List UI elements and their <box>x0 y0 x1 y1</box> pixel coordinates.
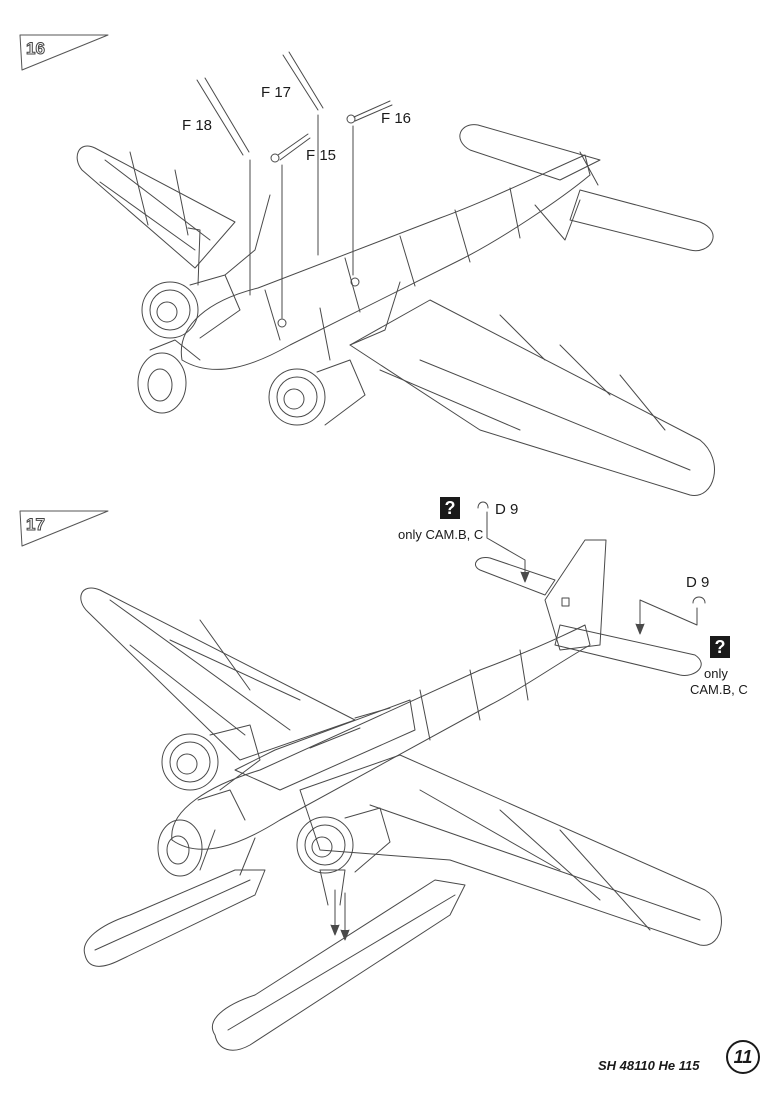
part-label-f17: F 17 <box>261 84 292 101</box>
step-number-16: 16 <box>26 39 46 58</box>
part-label-d9-right: D 9 <box>686 574 710 591</box>
step-number-17: 17 <box>26 515 46 534</box>
part-label-f18: F 18 <box>182 117 213 134</box>
note-left: only CAM.B, C <box>398 527 484 542</box>
note-right-line2: CAM.B, C <box>690 682 748 697</box>
page-number: 11 <box>726 1040 760 1074</box>
kit-code: SH 48110 He 115 <box>598 1058 700 1073</box>
step-16-parts <box>196 51 393 319</box>
part-label-f16: F 16 <box>381 110 412 127</box>
part-label-f15: F 15 <box>306 147 337 164</box>
step-16-tag <box>19 34 109 71</box>
step-17-aircraft <box>80 539 722 1051</box>
step-16-aircraft <box>76 124 715 496</box>
step-17-parts <box>477 501 706 635</box>
question-mark-icon-right: ? <box>710 636 730 658</box>
note-right-line1: only <box>704 666 728 681</box>
step-17-tag <box>19 510 109 547</box>
question-mark-icon-left: ? <box>440 497 460 519</box>
part-label-d9-left: D 9 <box>495 501 519 518</box>
